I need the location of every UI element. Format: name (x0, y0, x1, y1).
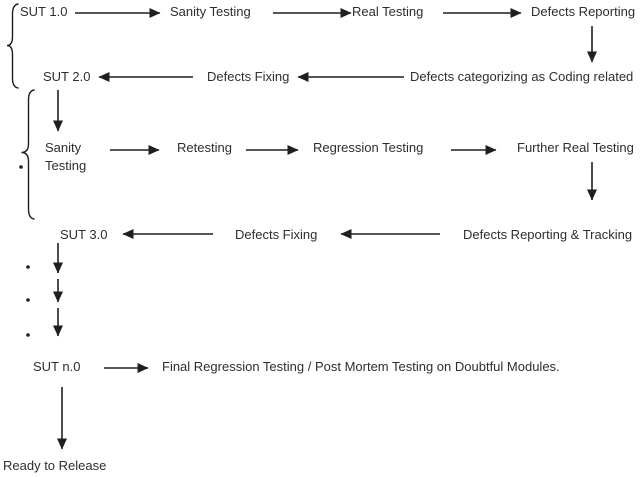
label-final-regression-testing: Final Regression Testing / Post Mortem T… (162, 359, 560, 374)
label-further-real-testing: Further Real Testing (517, 140, 634, 155)
ellipsis-dot (26, 265, 30, 269)
label-regression-testing: Regression Testing (313, 140, 424, 155)
brace-sut1-sut2 (6, 3, 19, 89)
ellipsis-dots-group (19, 165, 30, 337)
ellipsis-dot (19, 165, 23, 169)
label-defects-reporting: Defects Reporting (531, 4, 636, 19)
label-ready-to-release: Ready to Release (3, 458, 107, 473)
label-sut-1-0: SUT 1.0 (20, 4, 68, 19)
label-sanity-testing-1: Sanity Testing (170, 4, 251, 19)
label-defects-fixing-2: Defects Fixing (235, 227, 318, 242)
ellipsis-dot (26, 298, 30, 302)
arrows-group (53, 8, 597, 450)
label-real-testing: Real Testing (352, 4, 424, 19)
label-retesting: Retesting (177, 140, 232, 155)
ellipsis-dot (26, 333, 30, 337)
label-sanity-testing-2: Sanity Testing (45, 140, 87, 173)
label-defects-reporting-tracking: Defects Reporting & Tracking (463, 227, 633, 242)
label-sut-n-0: SUT n.0 (33, 359, 81, 374)
label-sut-2-0: SUT 2.0 (43, 69, 91, 84)
label-defects-fixing-1: Defects Fixing (207, 69, 290, 84)
braces-group (6, 3, 35, 220)
brace-sut2-cycle (21, 89, 35, 220)
label-sut-3-0: SUT 3.0 (60, 227, 108, 242)
label-defects-categorizing: Defects categorizing as Coding related (410, 69, 634, 84)
